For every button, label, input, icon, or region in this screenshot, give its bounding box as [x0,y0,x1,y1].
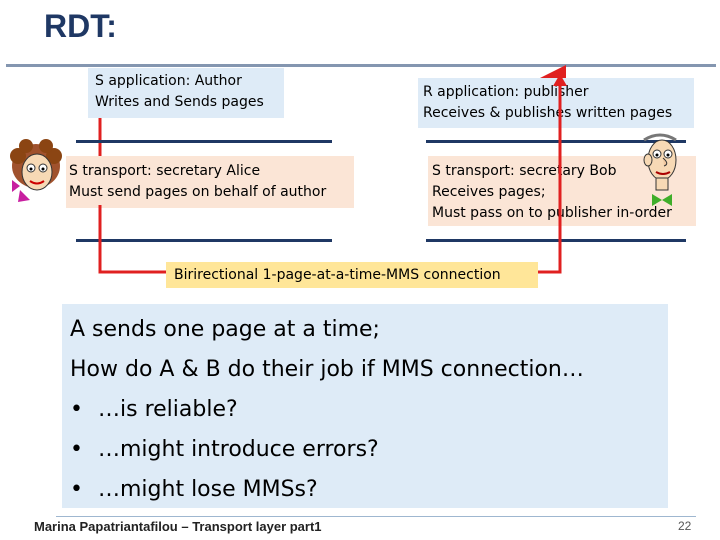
sender-layer-divider-bottom [76,239,332,242]
receiver-layer-divider-bottom [426,239,686,242]
bullet-text-reliable: …is reliable? [98,397,238,422]
page-number: 22 [678,519,692,533]
question-line-2: How do A & B do their job if MMS connect… [70,357,584,382]
question-bullet-2: •…might introduce errors? [70,437,379,462]
question-line-1: A sends one page at a time; [70,317,380,342]
sender-app-title: S application: Author [95,73,242,89]
receiver-app-title: R application: publisher [423,84,589,100]
woman-cartoon-icon [10,139,62,202]
man-cartoon-icon [643,133,677,206]
sender-transport-box: S transport: secretary Alice Must send p… [66,156,354,208]
sender-app-desc: Writes and Sends pages [95,94,264,110]
connection-label-box: Birirectional 1-page-at-a-time-MMS conne… [166,262,538,288]
question-box: A sends one page at a time; How do A & B… [62,304,668,508]
page-title: RDT: [44,8,117,44]
footer-divider [56,516,696,517]
question-bullet-1: •…is reliable? [70,397,238,422]
connection-label: Birirectional 1-page-at-a-time-MMS conne… [174,267,501,283]
sender-application-box: S application: Author Writes and Sends p… [88,68,284,118]
title-divider [6,64,716,67]
sender-transport-desc: Must send pages on behalf of author [69,184,327,200]
receiver-application-box: R application: publisher Receives & publ… [418,78,694,128]
receiver-transport-title: S transport: secretary Bob [432,163,617,179]
footer-author: Marina Papatriantafilou – Transport laye… [34,519,322,534]
bullet-text-lose: …might lose MMSs? [98,477,318,502]
receiver-transport-desc2: Must pass on to publisher in-order [432,205,672,221]
question-bullet-3: •…might lose MMSs? [70,477,318,502]
receiver-layer-divider-top [426,140,686,143]
sender-transport-title: S transport: secretary Alice [69,163,261,179]
receiver-transport-desc1: Receives pages; [432,184,546,200]
bullet-text-errors: …might introduce errors? [98,437,379,462]
sender-layer-divider-top [76,140,332,143]
receiver-app-desc: Receives & publishes written pages [423,105,673,121]
